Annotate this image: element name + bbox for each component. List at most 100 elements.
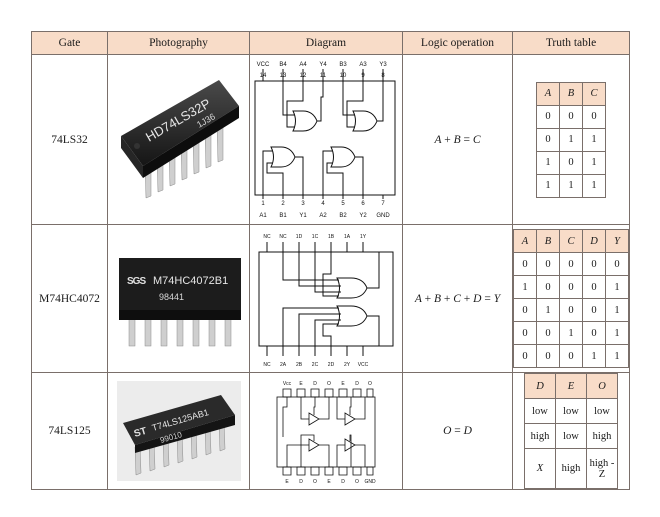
pin-number: 2 [281, 201, 285, 207]
svg-text:O: O [355, 479, 359, 485]
pin-name: B2 [339, 213, 347, 219]
svg-text:E: E [299, 381, 303, 387]
pin-number: 4 [321, 201, 325, 207]
pin-name: B3 [339, 62, 347, 68]
gate-name: M74HC4072 [31, 224, 108, 373]
table-header-row: Gate Photography Diagram Logic operation… [31, 31, 630, 55]
table-row: 74LS32 [31, 54, 630, 225]
gate-name: 74LS125 [31, 372, 108, 490]
logic-operation: A + B + C + D = Y [402, 224, 513, 373]
svg-text:VCC: VCC [358, 362, 369, 368]
pin-diagram: NC NC 1D 1C 1B 1A 1Y NC 2A 2B 2C 2D 2Y VCC [249, 224, 403, 373]
chip-photo: SGS M74HC4072B1 98441 [107, 224, 250, 373]
pin-name: A1 [259, 213, 267, 219]
header-photography: Photography [107, 31, 250, 55]
chip-sub-label: 98441 [159, 292, 184, 302]
table-row: M74HC4072 SGS M74HC4072B1 98441 [31, 224, 630, 373]
pin-name: Y3 [379, 62, 387, 68]
pin-diagram-m74hc4072: NC NC 1D 1C 1B 1A 1Y NC 2A 2B 2C 2D 2Y VCC [258, 234, 394, 368]
pin-name: A4 [299, 62, 307, 68]
chip-photo-74ls125: ST T74LS125AB1 99010 [116, 381, 241, 481]
svg-text:2B: 2B [296, 362, 303, 368]
pin-number: 3 [301, 201, 305, 207]
chip-photo-m74hc4072: SGS M74HC4072B1 98441 [118, 257, 241, 346]
pin-number: 1 [261, 201, 265, 207]
header-truth-table: Truth table [512, 31, 630, 55]
svg-text:1A: 1A [344, 234, 351, 240]
svg-text:ST: ST [132, 426, 147, 440]
truth-header-row: A B C [536, 81, 606, 106]
header-gate: Gate [31, 31, 108, 55]
chip-label: M74HC4072B1 [153, 275, 228, 287]
pin-name: VCC [257, 62, 270, 68]
pin-diagram-74ls32: VCC B4 A4 Y4 B3 A3 Y3 14 13 12 11 10 9 8… [254, 62, 396, 219]
svg-text:NC: NC [263, 362, 271, 368]
logic-operation: O = D [402, 372, 513, 490]
svg-text:E: E [341, 381, 345, 387]
logic-operation: A + B = C [402, 54, 513, 225]
pin-number: 6 [361, 201, 365, 207]
chip-photo: ST T74LS125AB1 99010 [107, 372, 250, 490]
svg-text:1D: 1D [296, 234, 303, 240]
pin-name: Y2 [359, 213, 367, 219]
pin-name: Y1 [299, 213, 307, 219]
pin-diagram: VCC B4 A4 Y4 B3 A3 Y3 14 13 12 11 10 9 8… [249, 54, 403, 225]
svg-text:O: O [327, 381, 331, 387]
header-logic-operation: Logic operation [402, 31, 513, 55]
chip-photo: HD74LS32P 1J36 [107, 54, 250, 225]
svg-text:D: D [299, 479, 303, 485]
svg-text:E: E [285, 479, 289, 485]
pin-number: 5 [341, 201, 345, 207]
svg-text:Vcc: Vcc [283, 381, 292, 387]
pin-name: B1 [279, 213, 287, 219]
svg-text:O: O [313, 479, 317, 485]
svg-text:NC: NC [263, 234, 271, 240]
svg-text:2Y: 2Y [344, 362, 351, 368]
header-diagram: Diagram [249, 31, 403, 55]
svg-text:1C: 1C [312, 234, 319, 240]
pin-number: 7 [381, 201, 385, 207]
svg-text:2C: 2C [312, 362, 319, 368]
svg-text:1Y: 1Y [360, 234, 367, 240]
svg-text:SGS: SGS [127, 276, 146, 287]
svg-text:O: O [368, 381, 372, 387]
svg-text:2A: 2A [280, 362, 287, 368]
svg-text:D: D [313, 381, 317, 387]
svg-text:D: D [341, 479, 345, 485]
svg-text:E: E [327, 479, 331, 485]
pin-name: GND [376, 213, 390, 219]
svg-text:GND: GND [364, 479, 376, 485]
gate-name: 74LS32 [31, 54, 108, 225]
gates-table: Gate Photography Diagram Logic operation… [31, 31, 630, 490]
svg-text:2D: 2D [328, 362, 335, 368]
pin-name: A3 [359, 62, 367, 68]
svg-text:NC: NC [279, 234, 287, 240]
svg-text:D: D [355, 381, 359, 387]
table-row: 74LS125 ST T74LS125AB1 99010 [31, 372, 630, 490]
pin-name: B4 [279, 62, 287, 68]
chip-photo-74ls32: HD74LS32P 1J36 [120, 79, 239, 198]
svg-text:1B: 1B [328, 234, 335, 240]
